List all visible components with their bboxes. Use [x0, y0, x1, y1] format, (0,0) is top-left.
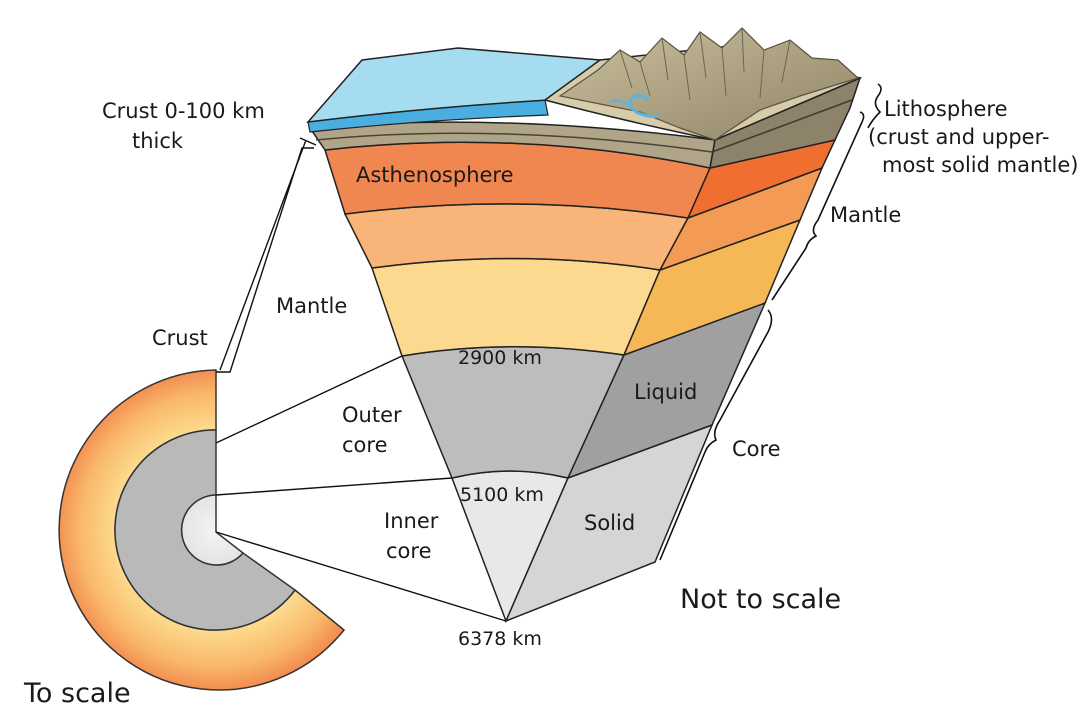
core-brace	[659, 309, 773, 561]
lithosphere-label-2: (crust and upper-	[868, 125, 1049, 149]
solid-label: Solid	[584, 511, 635, 535]
outer-core-label-2: core	[342, 433, 388, 457]
crust-thickness-label-2: thick	[132, 129, 184, 153]
depth-6378-label: 6378 km	[458, 628, 542, 650]
liquid-label: Liquid	[634, 380, 697, 404]
to-scale-inner-core	[180, 494, 245, 566]
crust-connector	[216, 147, 314, 373]
lithosphere-brace	[867, 83, 882, 129]
to-scale-cross-section	[58, 369, 346, 691]
mountain-ridges	[619, 27, 791, 101]
top-surface	[306, 27, 863, 141]
front-crust-line	[315, 132, 713, 153]
lithosphere-label-3: most solid mantle)	[882, 153, 1078, 177]
mantle-brace	[771, 111, 865, 301]
center-connector	[215, 531, 507, 622]
wedge-front-face	[307, 99, 716, 623]
outer-inner-connector	[215, 477, 453, 496]
to-scale-label: To scale	[23, 678, 131, 709]
depth-5100-label: 5100 km	[460, 484, 544, 506]
inner-core-label: Inner	[384, 509, 439, 533]
front-lower-mantle	[370, 257, 662, 357]
lithosphere-label: Lithosphere	[884, 97, 1008, 121]
not-to-scale-label: Not to scale	[680, 584, 841, 615]
asthenosphere-label: Asthenosphere	[356, 163, 514, 187]
crust-thickness-label: Crust 0-100 km	[102, 99, 265, 123]
inner-core-label-2: core	[386, 539, 432, 563]
core-label: Core	[732, 437, 781, 461]
connector-lines	[215, 137, 507, 622]
crust-connector-inner	[219, 139, 307, 371]
river	[628, 93, 661, 118]
side-crust-line	[711, 99, 853, 153]
crust-thickness-pointer	[299, 137, 317, 146]
text-labels: Crust 0-100 km thick Asthenosphere Litho…	[23, 97, 1078, 709]
wedge-side-face	[504, 76, 862, 623]
outer-core-label: Outer	[342, 403, 402, 427]
mantle-right-label: Mantle	[830, 203, 901, 227]
mantle-left-label: Mantle	[276, 294, 347, 318]
crust-label: Crust	[152, 326, 208, 350]
mantle-core-connector	[215, 355, 403, 444]
depth-2900-label: 2900 km	[458, 347, 542, 369]
river-branch	[609, 99, 637, 113]
right-braces	[659, 83, 882, 561]
